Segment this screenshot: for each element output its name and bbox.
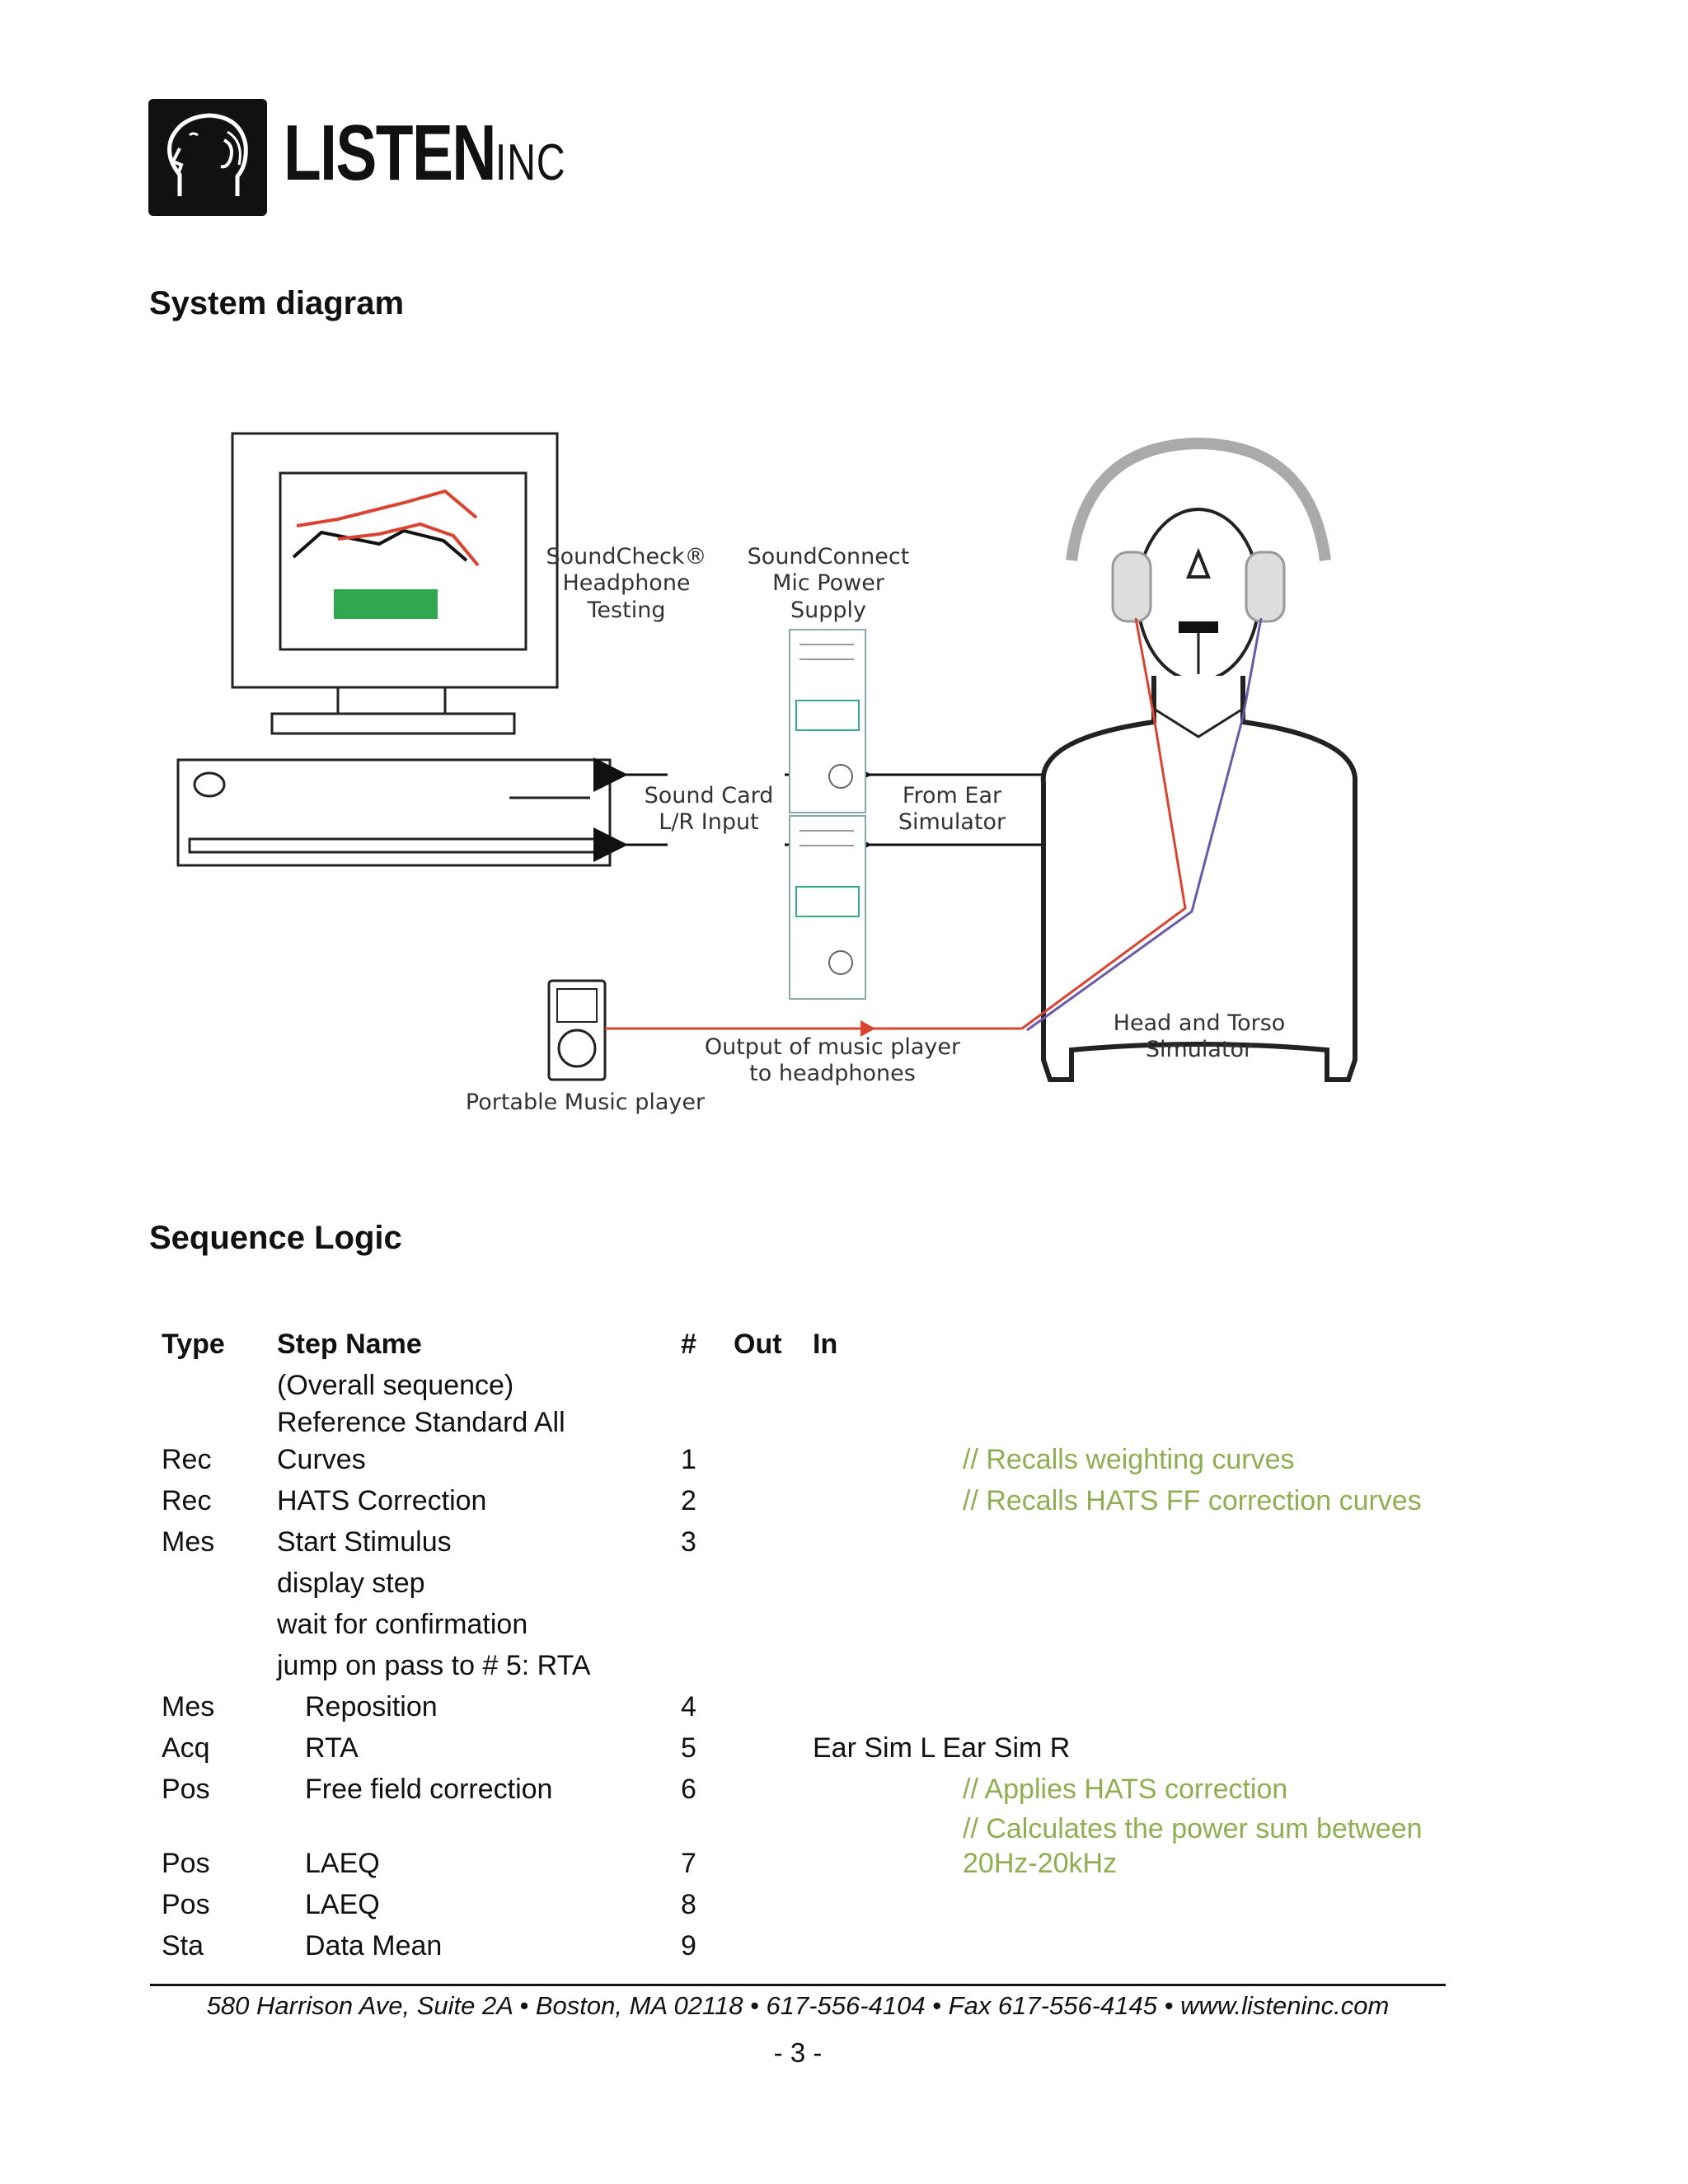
cell-comment: // Recalls HATS FF correction curves [963, 1485, 1422, 1516]
brand-name: LISTEN [284, 109, 496, 197]
table-row: Pos LAEQ 8 [162, 1889, 1480, 1930]
label-from-ear: From Ear Simulator [898, 783, 1006, 836]
table-row: Pos LAEQ 7 20Hz-20kHz [162, 1848, 1480, 1889]
table-header: Type Step Name # Out In [162, 1329, 1480, 1370]
cell-step-name: Curves [277, 1444, 366, 1475]
cell-step-name: jump on pass to # 5: RTA [277, 1650, 591, 1681]
cell-number: 5 [681, 1732, 696, 1764]
cell-number: 6 [681, 1774, 696, 1805]
cell-type: Sta [162, 1930, 204, 1961]
cell-step-name: LAEQ [305, 1889, 380, 1920]
footer-address: 580 Harrison Ave, Suite 2A • Boston, MA … [206, 1991, 1390, 2020]
cell-type: Pos [162, 1889, 210, 1920]
label-soundcheck: SoundCheck® Headphone Testing [546, 544, 707, 623]
cell-type: Rec [162, 1444, 212, 1475]
portable-music-player-icon [547, 979, 607, 1081]
cell-step-name: HATS Correction [277, 1485, 487, 1516]
label-output: Output of music player to headphones [704, 1034, 961, 1087]
table-row: Rec Curves 1 // Recalls weighting curves [162, 1444, 1480, 1485]
footer-rule [150, 1984, 1446, 1986]
section-heading-sequence-logic: Sequence Logic [149, 1220, 402, 1256]
section-heading-system-diagram: System diagram [149, 285, 405, 321]
head-and-torso-simulator [1021, 437, 1358, 1082]
computer-case [176, 758, 612, 867]
sequence-table: Type Step Name # Out In (Overall sequenc… [162, 1329, 1480, 1980]
label-soundconnect: SoundConnect Mic Power Supply [747, 544, 910, 623]
cell-step-name: Free field correction [305, 1774, 553, 1805]
cell-step-name: Start Stimulus [277, 1526, 452, 1558]
cell-comment: // Recalls weighting curves [963, 1444, 1295, 1475]
table-row: display step [162, 1568, 1480, 1609]
header-type: Type [162, 1329, 225, 1360]
logo-mark [148, 99, 267, 216]
cell-in: Ear Sim L Ear Sim R [813, 1732, 1071, 1764]
cell-type: Pos [162, 1774, 210, 1805]
label-hats: Head and Torso Simulator [1113, 1010, 1286, 1063]
cell-number: 1 [681, 1444, 696, 1475]
label-sound-card: Sound Card L/R Input [644, 783, 774, 836]
cell-comment: 20Hz-20kHz [963, 1848, 1118, 1879]
cell-step-name: RTA [305, 1732, 359, 1764]
cell-number: 4 [681, 1691, 696, 1722]
table-row: jump on pass to # 5: RTA [162, 1650, 1480, 1691]
cell-number: 9 [681, 1930, 696, 1961]
cell-comment: // Applies HATS correction [963, 1774, 1288, 1805]
table-row: Pos Free field correction 6 // Applies HATS… [162, 1774, 1480, 1815]
cell-type: Mes [162, 1691, 215, 1722]
cell-step-name: (Overall sequence) [277, 1370, 514, 1401]
page-number: - 3 - [773, 2037, 823, 2068]
header-number: # [681, 1329, 696, 1360]
cell-comment: // Calculates the power sum between [963, 1813, 1423, 1844]
cell-type: Acq [162, 1732, 210, 1764]
computer-monitor [231, 432, 559, 735]
table-row: Mes Start Stimulus 3 [162, 1526, 1480, 1568]
cell-step-name: wait for confirmation [277, 1609, 528, 1640]
header-out: Out [734, 1329, 782, 1360]
cell-number: 3 [681, 1526, 696, 1558]
table-row: Mes Reposition 4 [162, 1691, 1480, 1732]
table-row: (Overall sequence) [162, 1370, 1480, 1411]
table-row: Reference Standard All [162, 1407, 1480, 1448]
header-step-name: Step Name [277, 1329, 422, 1360]
brand-logo: LISTENINC [284, 114, 566, 193]
cell-step-name: display step [277, 1568, 425, 1599]
system-diagram: SoundCheck® Headphone Testing SoundConne… [165, 420, 1451, 1137]
cell-number: 7 [681, 1848, 696, 1879]
table-row: Acq RTA 5 Ear Sim L Ear Sim R [162, 1732, 1480, 1774]
soundconnect-device [789, 629, 866, 1000]
label-portable-player: Portable Music player [465, 1090, 706, 1115]
cell-type: Rec [162, 1485, 212, 1516]
cell-step-name: Reference Standard All [277, 1407, 565, 1438]
header-in: In [813, 1329, 838, 1360]
table-row: Rec HATS Correction 2 // Recalls HATS FF co… [162, 1485, 1480, 1526]
cell-step-name: Data Mean [305, 1930, 443, 1961]
cell-step-name: LAEQ [305, 1848, 380, 1879]
table-row: Sta Data Mean 9 [162, 1930, 1480, 1971]
table-row: // Calculates the power sum between [162, 1813, 1480, 1854]
cell-number: 2 [681, 1485, 696, 1516]
cell-type: Pos [162, 1848, 210, 1879]
cell-type: Mes [162, 1526, 215, 1558]
table-row: wait for confirmation [162, 1609, 1480, 1650]
brand-suffix: INC [495, 134, 566, 191]
cell-number: 8 [681, 1889, 696, 1920]
cell-step-name: Reposition [305, 1691, 438, 1722]
